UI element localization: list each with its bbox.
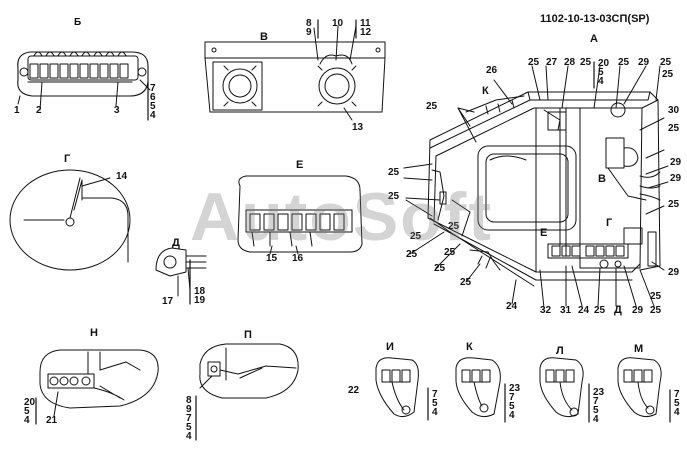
callout-25-left2: 25 [388,167,400,178]
view-b-label: Б [74,17,82,28]
callout-25-bottom3: 25 [650,305,662,316]
stack-bars [35,19,671,441]
view-p-detail [199,343,299,399]
callout-25-top5: 25 [662,69,674,80]
callout-30: 30 [668,105,680,116]
drawing-title: 1102-10-13-03СП(SP) [540,13,650,25]
callout-26: 26 [486,65,498,76]
view-g-detail [9,169,131,271]
view-v-lamp-panel [204,25,386,121]
callout-31: 31 [560,305,572,316]
view-e-connectors [237,175,363,255]
callout-21: 21 [46,415,58,426]
callout-29-right2: 29 [670,173,682,184]
callout-25-top4: 25 [660,57,672,68]
callout-22: 22 [348,385,360,396]
view-m-switches [617,357,662,418]
callout-3: 3 [114,105,120,116]
view-g-label: Г [64,153,71,165]
callout-24-a: 24 [506,301,518,312]
callout-25-left4: 25 [406,249,418,260]
callout-25-right1: 25 [668,123,680,134]
callout-25-left1: 25 [426,101,438,112]
callout-25-bottom1: 25 [460,277,472,288]
view-i-label: И [386,341,394,353]
inner-g-label: Г [606,217,613,229]
callout-25-top2: 25 [580,57,592,68]
callout-25-left3: 25 [388,191,400,202]
view-k-switches [455,357,501,418]
callout-25-mid: 25 [448,221,460,232]
callout-14: 14 [116,171,128,182]
callout-27: 27 [546,57,558,68]
callout-29-right1: 29 [670,157,682,168]
view-l-label: Л [556,345,564,357]
callout-13: 13 [352,122,364,133]
callout-25-left5: 25 [434,263,446,274]
callout-29-top: 29 [638,57,650,68]
view-n-label: Н [90,327,98,339]
callout-16: 16 [292,253,304,264]
main-cab-assembly [403,65,669,309]
view-m-label: М [634,343,644,355]
view-b-relay-block [17,51,151,111]
callout-25-top1: 25 [528,57,540,68]
callout-2: 2 [36,105,42,116]
callout-1: 1 [14,105,20,116]
callout-29-bottom: 29 [632,305,644,316]
view-d-connector [155,247,207,297]
view-v-label: В [260,31,268,43]
callout-25-right2: 25 [668,199,680,210]
callout-10: 10 [332,18,344,29]
callout-28: 28 [564,57,576,68]
callout-25-top3: 25 [618,57,630,68]
callout-29-right3: 29 [668,267,680,278]
inner-d-label: Д [614,304,622,316]
view-i-switches [375,357,419,418]
view-e-label: Е [296,159,304,171]
callout-17: 17 [162,296,174,307]
view-p-label: П [244,329,252,341]
callout-25-left7: 25 [444,247,456,258]
inner-k-label: К [482,85,489,97]
callout-25-bottom2: 25 [594,305,606,316]
callout-25-bottom4: 25 [650,291,662,302]
inner-e-label: Е [540,227,548,239]
callout-25-left6: 25 [410,231,422,242]
view-l-switches [539,357,584,418]
view-d-label: Д [172,237,180,249]
callout-32: 32 [540,305,552,316]
view-a-label: А [590,33,598,45]
view-k-label: К [466,341,473,353]
callout-24-b: 24 [578,305,590,316]
callout-15: 15 [266,253,278,264]
view-n-detail [39,349,159,417]
inner-v-label: В [598,173,606,185]
